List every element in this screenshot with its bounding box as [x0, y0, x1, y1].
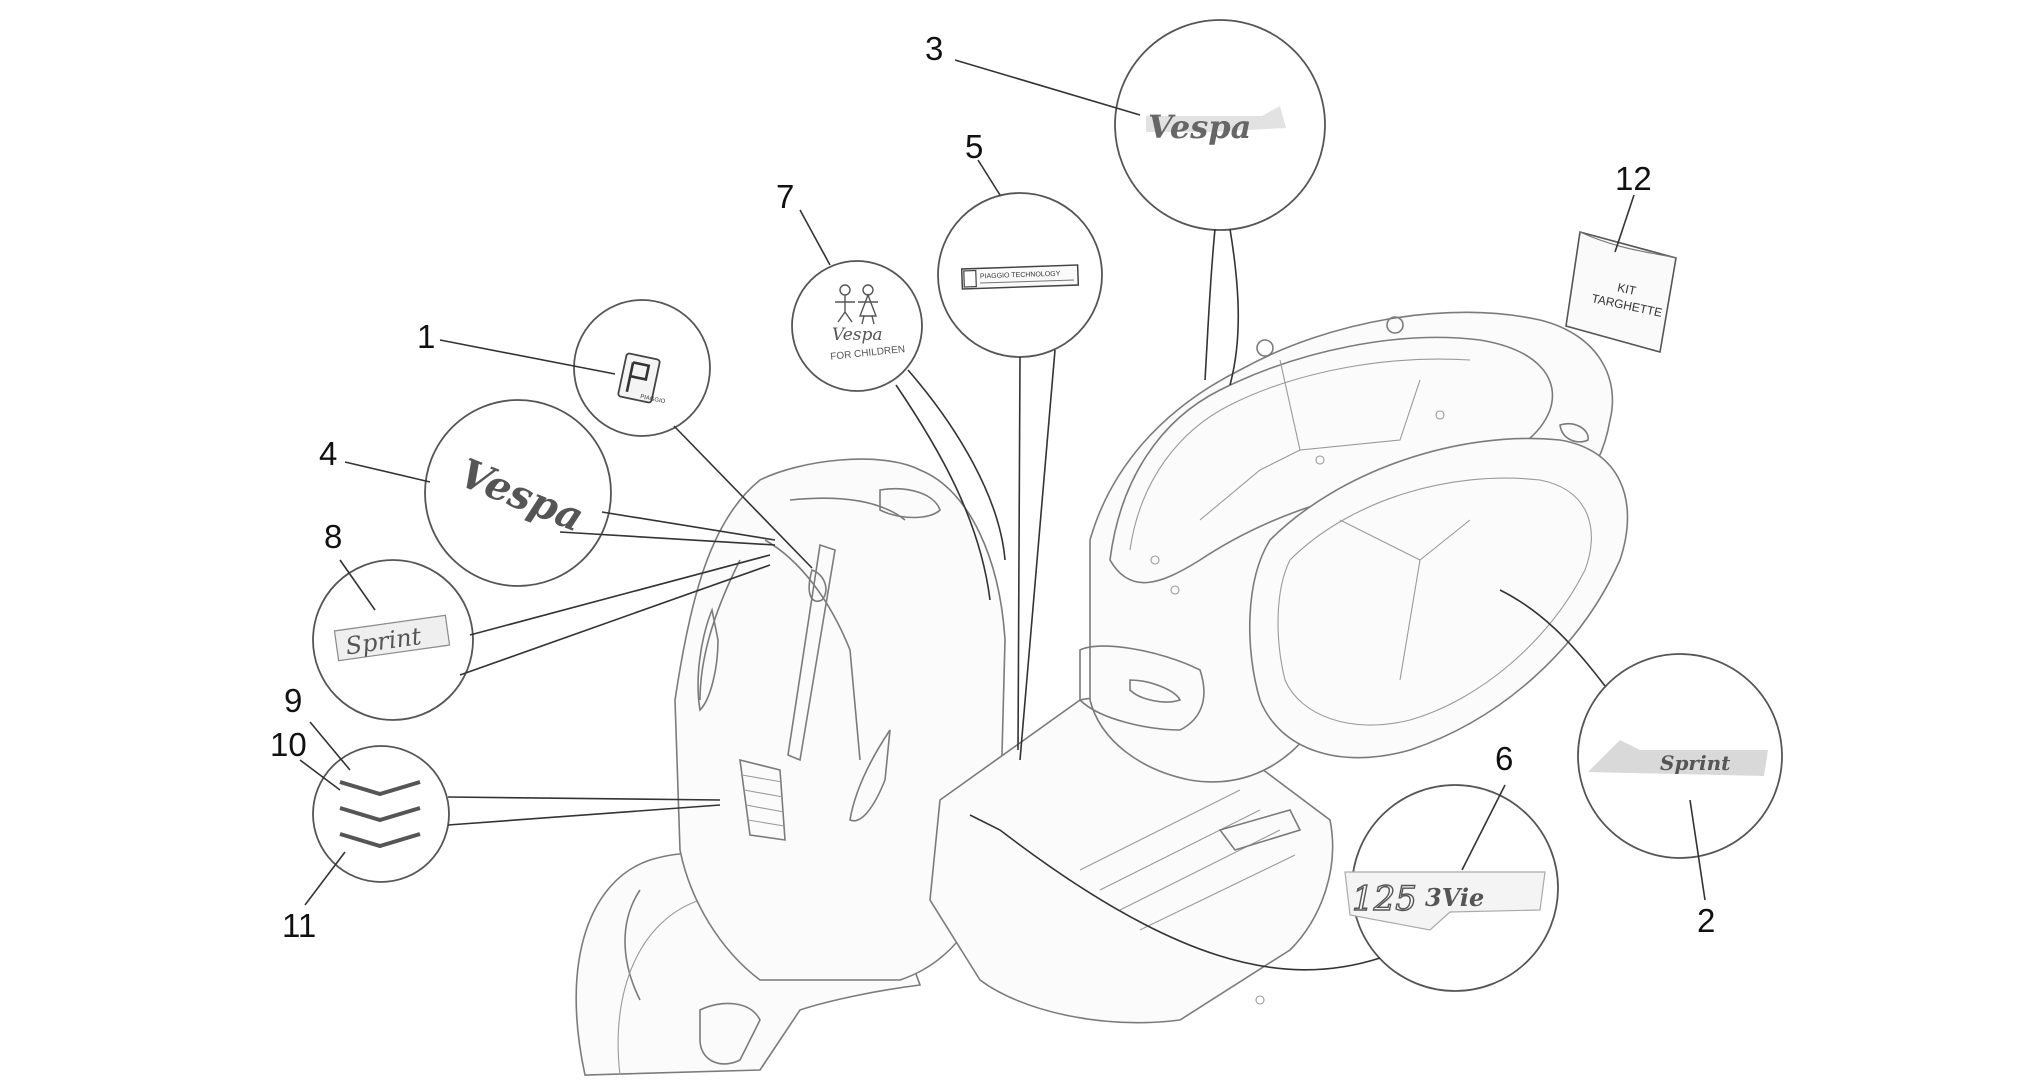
callout-5: 5 — [965, 128, 983, 165]
kit-text: KIT — [1616, 280, 1638, 298]
detail-sprint-badge-rear: Sprint — [1577, 653, 1783, 859]
sprint-text-2: Sprint — [1660, 751, 1731, 775]
callout-7: 7 — [776, 178, 794, 215]
callout-2: 2 — [1697, 902, 1715, 939]
callout-3: 3 — [925, 30, 943, 67]
callout-9: 9 — [284, 682, 302, 719]
piaggio-technology-text: PIAGGIO TECHNOLOGY — [980, 271, 1061, 281]
detail-125-3vie-badge: 125 3Vie — [1344, 784, 1559, 992]
callout-4: 4 — [319, 435, 337, 472]
scooter-body — [575, 311, 1629, 1076]
leader-lines — [299, 59, 1706, 971]
callout-11: 11 — [282, 907, 316, 944]
callout-10: 10 — [270, 726, 307, 763]
callout-numbers: 1 2 3 4 5 6 7 8 9 10 11 12 — [270, 30, 1715, 944]
detail-piaggio-technology-plate: PIAGGIO TECHNOLOGY — [937, 192, 1103, 358]
detail-badge-piaggio: PIAGGIO — [573, 299, 711, 437]
detail-vespa-for-children: Vespa FOR CHILDREN — [791, 260, 923, 392]
detail-vespa-script-front: Vespa — [424, 399, 612, 587]
vespa-script-7: Vespa — [832, 325, 883, 345]
badge-text: PIAGGIO — [640, 394, 666, 405]
detail-kit-targhette: KIT TARGHETTE — [1565, 230, 1677, 354]
detail-sprint-badge-front: Sprint — [312, 559, 474, 721]
callout-1: 1 — [417, 318, 435, 355]
callout-12: 12 — [1615, 160, 1652, 197]
detail-chevron-trims — [312, 745, 450, 883]
callout-8: 8 — [324, 518, 342, 555]
model-125: 125 — [1352, 879, 1417, 919]
callout-6: 6 — [1495, 740, 1513, 777]
detail-vespa-script-rear: Vespa — [1114, 19, 1326, 231]
model-3vie: 3Vie — [1425, 883, 1484, 912]
vespa-script-3: Vespa — [1148, 108, 1251, 146]
